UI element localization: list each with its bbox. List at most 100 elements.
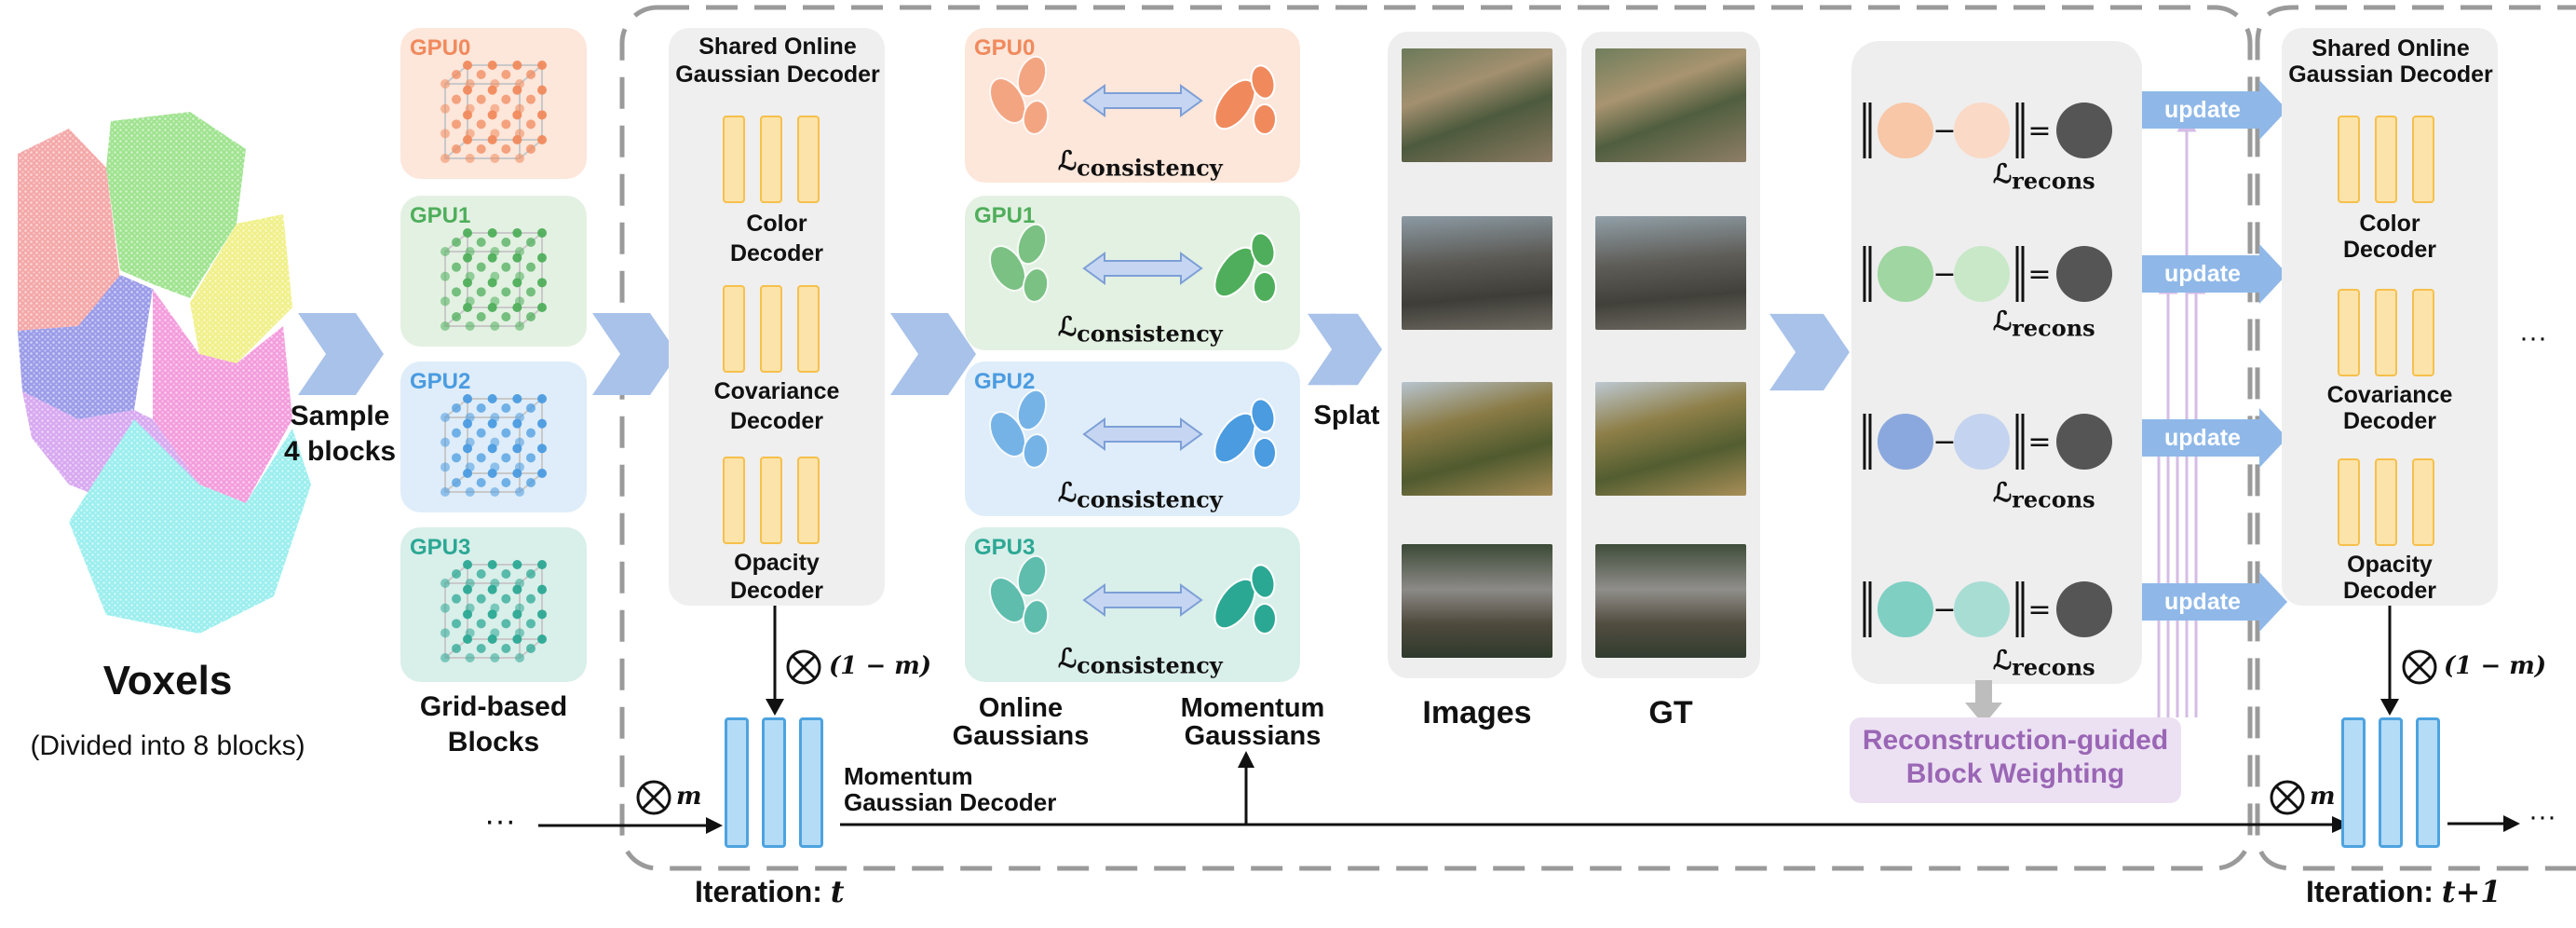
loss-symbol: ℒ <box>1058 145 1078 176</box>
online-gaussians-caption-line2: Gaussians <box>952 721 1090 751</box>
online-gaussian-icon <box>1016 554 1048 597</box>
grid-block-gpu2: GPU2 <box>400 362 587 512</box>
chevron-arrow-5-icon <box>1769 313 1850 391</box>
momentum-decoder-bar <box>799 717 823 848</box>
gaussian-group-2 <box>989 389 1277 469</box>
loss-subscript: recons <box>2012 653 2095 681</box>
chevron-arrow-2-icon <box>592 313 678 395</box>
images-caption: Images <box>1422 695 1532 730</box>
loss-symbol: ℒ <box>1993 645 2013 676</box>
loss-value-icon <box>2056 102 2112 158</box>
rendered-color-icon <box>1878 102 1933 158</box>
online-gaussian-icon <box>1016 55 1048 98</box>
online-gaussians-caption-line1: Online <box>978 693 1064 723</box>
opacity-decoder-bar <box>2412 458 2434 546</box>
equals-sign: = <box>2027 594 2051 626</box>
loss-subscript: consistency <box>1077 154 1223 182</box>
grid-cubes-layer <box>441 61 547 662</box>
momentum-gaussian-icon <box>1250 564 1276 599</box>
splat-label: Splat <box>1313 401 1380 430</box>
equals-sign: = <box>2027 115 2051 147</box>
momentum-decoder-bar <box>762 717 786 848</box>
update-arrow-1: update <box>2142 244 2287 304</box>
opacity-decoder-bar <box>2338 458 2360 546</box>
gpu2-label: GPU2 <box>974 369 1036 394</box>
momentum-gaussians-caption-line2: Gaussians <box>1184 721 1322 751</box>
recons-row-1: −= <box>1863 246 2112 302</box>
momentum-decoder-bar <box>2416 717 2440 848</box>
momentum-gaussian-icon <box>1250 64 1276 100</box>
grid-cube-1-icon <box>441 228 547 331</box>
momentum-gaussian-icon <box>1253 603 1277 635</box>
opacity-decoder-bar <box>723 457 745 544</box>
momentum-decoder-bar <box>725 717 749 848</box>
voxels-subtitle: (Divided into 8 blocks) <box>30 730 305 761</box>
ema-update-arrow <box>766 606 784 716</box>
equals-sign: = <box>2027 426 2051 458</box>
loss-subscript: consistency <box>1077 320 1223 348</box>
update-arrow-0: update <box>2142 80 2287 140</box>
m-label-next: m <box>2310 783 2336 811</box>
rendered-color-icon <box>1878 414 1933 470</box>
otimes-icon <box>2402 649 2437 685</box>
minus-sign: − <box>1932 594 1956 626</box>
covariance-decoder-bar <box>760 285 782 373</box>
m-label: m <box>676 783 702 811</box>
recons-loss-1: ℒrecons <box>1993 306 2142 342</box>
gpu2-label: GPU2 <box>410 369 471 394</box>
ellipsis-right-bottom: ··· <box>2529 801 2556 832</box>
voxel-point-cloud <box>13 112 330 634</box>
iteration-t-label: Iteration: t <box>695 874 900 909</box>
opacity-decoder-next-label-line1: Opacity <box>2347 552 2433 578</box>
loss-subscript: recons <box>2012 485 2095 513</box>
color-decoder-bar <box>760 116 782 203</box>
covariance-decoder-next-label-line2: Decoder <box>2342 408 2437 434</box>
loss-symbol: ℒ <box>1993 477 2013 508</box>
color-decoder-label-line1: Color <box>746 211 807 237</box>
covariance-decoder-bar <box>797 285 820 373</box>
covariance-decoder-bar <box>2375 289 2397 376</box>
one-minus-m-label-next: (1 − m) <box>2444 652 2547 680</box>
loss-symbol: ℒ <box>1058 643 1078 674</box>
double-arrow-icon <box>1082 252 1203 285</box>
voxels-title: Voxels <box>102 658 233 703</box>
online-gaussian-icon <box>1022 267 1050 303</box>
otimes-icon <box>636 780 671 815</box>
grid-blocks-caption-line2: Blocks <box>447 727 540 757</box>
consistency-loss-3: ℒconsistency <box>1058 643 1263 679</box>
covariance-decoder-bar <box>2338 289 2360 376</box>
rendered-image-1 <box>1402 216 1552 330</box>
color-decoder-bar <box>2338 116 2360 203</box>
momentum-decoder-title-line2: Gaussian Decoder <box>844 788 1057 816</box>
rendered-color-icon <box>1878 581 1933 637</box>
gpu0-label: GPU0 <box>974 35 1036 61</box>
color-decoder-next-label-line1: Color <box>2359 211 2420 237</box>
minus-sign: − <box>1932 115 1956 147</box>
momentum-decoder-title-line1: Momentum <box>844 762 973 790</box>
recons-row-0: −= <box>1863 102 2112 158</box>
color-decoder-bar <box>2412 116 2434 203</box>
grid-block-gpu1: GPU1 <box>400 196 587 347</box>
block-weighting-label-line1: Reconstruction-guided <box>1862 725 2169 756</box>
gpu1-label: GPU1 <box>410 203 471 228</box>
rendered-image-3 <box>1402 544 1552 658</box>
continue-arrow <box>2447 815 2520 832</box>
otimes-icon <box>786 649 821 685</box>
ema-update-arrow-next <box>2380 606 2399 716</box>
online-gaussian-icon <box>1022 100 1050 135</box>
momentum-gaussian-icon <box>1253 271 1277 303</box>
update-label: update <box>2164 97 2241 123</box>
recons-row-3: −= <box>1863 581 2112 637</box>
loss-value-icon <box>2056 414 2112 470</box>
gaussian-ellipses-layer <box>989 55 1277 635</box>
online-gaussian-icon <box>1016 389 1048 431</box>
iteration-t1-label: Iteration: t+1 <box>2306 874 2567 909</box>
gpu3-label: GPU3 <box>410 535 471 560</box>
update-label: update <box>2164 589 2241 615</box>
gaussian-group-0 <box>989 55 1277 135</box>
recons-loss-0: ℒrecons <box>1993 158 2142 195</box>
loss-subscript: consistency <box>1077 485 1223 513</box>
grid-block-gpu0: GPU0 <box>400 28 587 179</box>
grid-cube-2-icon <box>441 394 547 497</box>
online-gaussian-icon <box>1022 599 1050 635</box>
